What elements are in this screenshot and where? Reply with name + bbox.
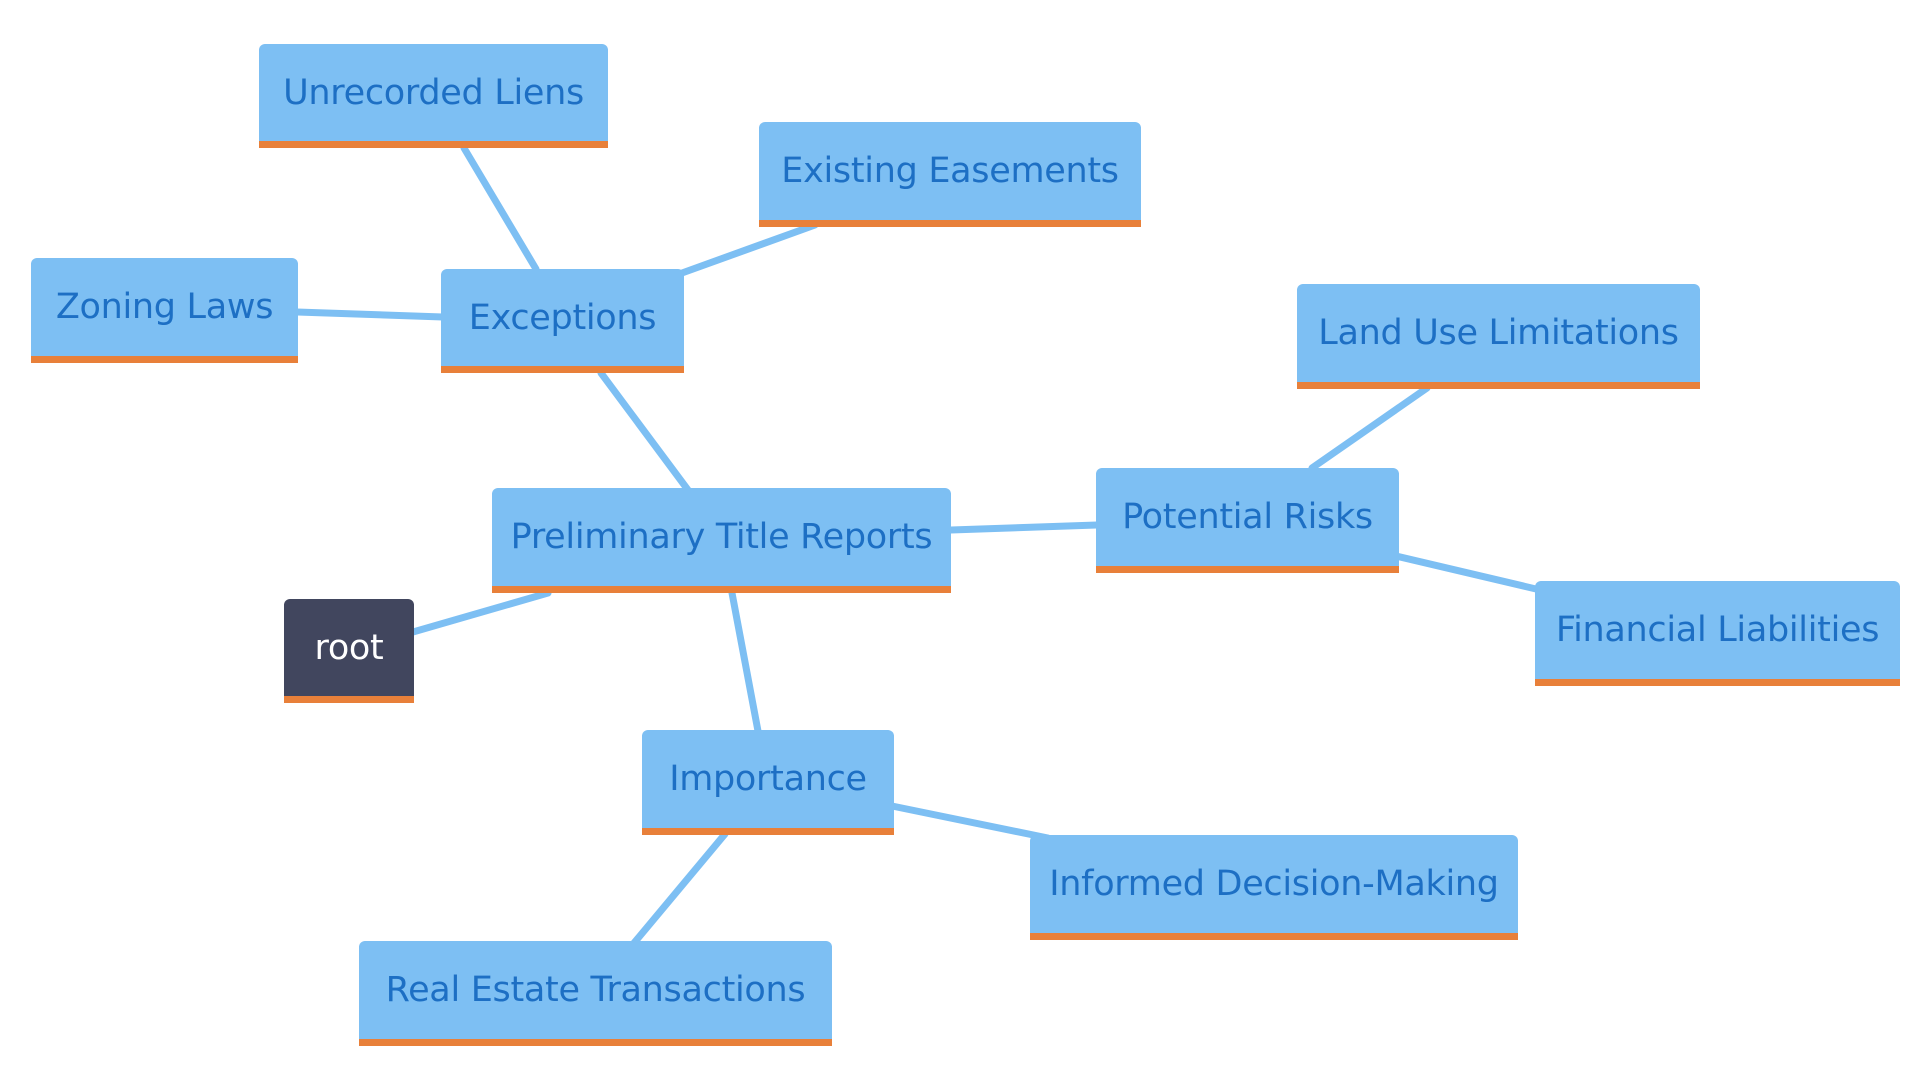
node-land-use-limitations[interactable]: Land Use Limitations [1297, 284, 1700, 389]
node-informed-decision-making[interactable]: Informed Decision-Making [1030, 835, 1518, 940]
node-unrecorded-liens-label: Unrecorded Liens [283, 72, 584, 113]
edge-potential-risks-to-financial-liabilities [1392, 552, 1540, 593]
node-exceptions-label: Exceptions [468, 297, 657, 338]
node-importance[interactable]: Importance [642, 730, 894, 835]
node-existing-easements[interactable]: Existing Easements [759, 122, 1141, 227]
node-land-use-limitations-label: Land Use Limitations [1318, 313, 1679, 353]
node-potential-risks-label: Potential Risks [1122, 497, 1373, 537]
node-importance-label: Importance [669, 759, 867, 799]
node-potential-risks[interactable]: Potential Risks [1096, 468, 1399, 573]
edge-exceptions-to-zoning-laws [293, 308, 447, 321]
edge-importance-to-informed-decision-making [888, 802, 1052, 842]
node-financial-liabilities[interactable]: Financial Liabilities [1535, 581, 1900, 686]
node-existing-easements-label: Existing Easements [781, 151, 1119, 191]
node-preliminary-title-reports[interactable]: Preliminary Title Reports [492, 488, 951, 593]
node-real-estate-transactions[interactable]: Real Estate Transactions [359, 941, 832, 1046]
node-unrecorded-liens[interactable]: Unrecorded Liens [259, 44, 608, 148]
node-exceptions[interactable]: Exceptions [441, 269, 684, 373]
node-zoning-laws[interactable]: Zoning Laws [31, 258, 298, 363]
node-informed-decision-making-label: Informed Decision-Making [1049, 864, 1499, 904]
edge-preliminary-title-reports-to-exceptions [597, 369, 692, 494]
edge-exceptions-to-existing-easements [678, 221, 819, 277]
node-real-estate-transactions-label: Real Estate Transactions [385, 970, 806, 1010]
edge-potential-risks-to-land-use-limitations [1308, 384, 1431, 472]
node-root[interactable]: root [284, 599, 414, 703]
edge-importance-to-real-estate-transactions [630, 830, 729, 947]
edge-preliminary-title-reports-to-potential-risks [947, 521, 1101, 534]
edge-root-to-preliminary-title-reports [409, 589, 552, 636]
node-root-label: root [314, 627, 384, 668]
edge-exceptions-to-unrecorded-liens [460, 144, 540, 273]
node-preliminary-title-reports-label: Preliminary Title Reports [510, 517, 933, 557]
edge-preliminary-title-reports-to-importance [728, 589, 762, 735]
node-financial-liabilities-label: Financial Liabilities [1555, 610, 1880, 650]
node-zoning-laws-label: Zoning Laws [55, 287, 274, 327]
